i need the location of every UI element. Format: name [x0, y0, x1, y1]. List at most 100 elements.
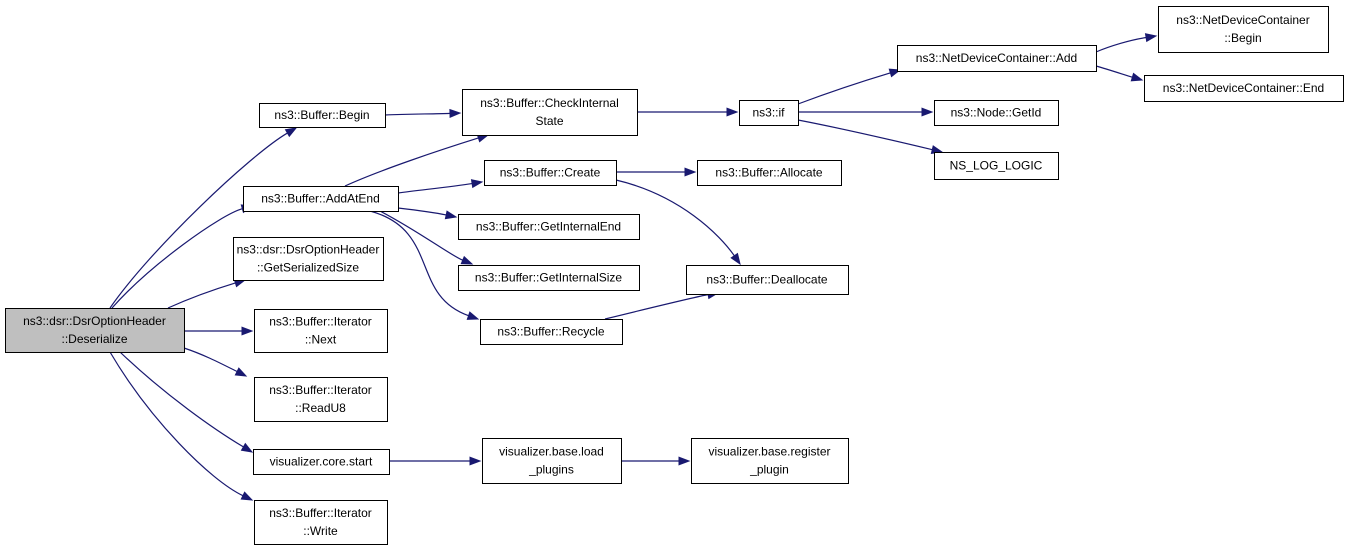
node-label-line: ns3::Node::GetId — [951, 106, 1042, 120]
node-label-line: visualizer.base.load — [499, 445, 604, 459]
node-label-line: ::Begin — [1224, 31, 1261, 45]
node-box — [254, 377, 388, 422]
node-box — [482, 438, 622, 484]
node-buffer-create[interactable]: ns3::Buffer::Create — [484, 160, 617, 186]
node-label-line: ns3::Buffer::Create — [500, 166, 601, 180]
node-visualizer-core-start[interactable]: visualizer.core.start — [253, 449, 390, 475]
node-box — [934, 100, 1059, 126]
node-ns3-if[interactable]: ns3::if — [739, 100, 799, 126]
node-box — [254, 309, 388, 353]
node-label-line: ::Deserialize — [61, 332, 127, 346]
node-label-line: ns3::Buffer::Iterator — [269, 506, 372, 520]
node-ns-log-logic[interactable]: NS_LOG_LOGIC — [934, 152, 1059, 180]
edge-root-to-dsr-get-serialized-size — [167, 278, 247, 309]
node-label-line: ns3::Buffer::Deallocate — [706, 273, 828, 287]
node-box — [259, 103, 386, 128]
node-box — [897, 45, 1097, 72]
node-root[interactable]: ns3::dsr::DsrOptionHeader::Deserialize — [5, 308, 185, 353]
node-visualizer-base-register-plugin[interactable]: visualizer.base.register _plugin — [691, 438, 849, 484]
edge-ns3-if-to-netdevicecontainer-add — [797, 68, 902, 105]
edge-root-to-buffer-add-at-end — [111, 204, 254, 309]
edge-buffer-add-at-end-to-buffer-create — [397, 179, 484, 194]
node-box — [1144, 75, 1344, 102]
node-label-line: visualizer.core.start — [270, 455, 373, 469]
node-label-line: NS_LOG_LOGIC — [950, 159, 1043, 173]
node-buffer-add-at-end[interactable]: ns3::Buffer::AddAtEnd — [243, 186, 399, 212]
node-buffer-recycle[interactable]: ns3::Buffer::Recycle — [480, 319, 623, 345]
node-label-line: _plugin — [749, 463, 789, 477]
node-visualizer-base-load-plugins[interactable]: visualizer.base.load _plugins — [482, 438, 622, 484]
node-label-line: _plugins — [528, 463, 574, 477]
node-box — [243, 186, 399, 212]
edge-root-to-iterator-next — [184, 326, 254, 336]
node-box — [458, 265, 640, 291]
node-box — [739, 100, 799, 126]
edge-root-to-visualizer-core-start — [119, 351, 254, 453]
node-box — [253, 449, 390, 475]
node-label-line: ns3::if — [752, 106, 785, 120]
node-box — [686, 265, 849, 295]
node-box — [480, 319, 623, 345]
edge-buffer-begin-to-buffer-check-internal-state — [384, 108, 462, 118]
node-label-line: visualizer.base.register — [708, 445, 830, 459]
node-label-line: ns3::Buffer::Allocate — [715, 166, 823, 180]
node-label-line: ns3::dsr::DsrOptionHeader — [237, 243, 380, 257]
node-label-line: ns3::Buffer::Iterator — [269, 383, 372, 397]
node-label-line: ns3::NetDeviceContainer::End — [1163, 81, 1324, 95]
node-label-line: ns3::dsr::DsrOptionHeader — [23, 314, 166, 328]
edge-buffer-add-at-end-to-buffer-get-internal-end — [397, 207, 458, 220]
node-iterator-next[interactable]: ns3::Buffer::Iterator::Next — [254, 309, 388, 353]
edge-netdevicecontainer-add-to-netdevicecontainer-end — [1095, 65, 1144, 82]
node-netdevicecontainer-end[interactable]: ns3::NetDeviceContainer::End — [1144, 75, 1344, 102]
node-box — [484, 160, 617, 186]
node-box — [691, 438, 849, 484]
node-label-line: ::Write — [303, 524, 338, 538]
node-iterator-write[interactable]: ns3::Buffer::Iterator::Write — [254, 500, 388, 545]
edge-buffer-recycle-to-buffer-deallocate — [604, 290, 720, 320]
node-label-line: ::GetSerializedSize — [257, 261, 359, 275]
node-buffer-get-internal-size[interactable]: ns3::Buffer::GetInternalSize — [458, 265, 640, 291]
node-netdevicecontainer-begin[interactable]: ns3::NetDeviceContainer::Begin — [1158, 6, 1329, 53]
node-buffer-deallocate[interactable]: ns3::Buffer::Deallocate — [686, 265, 849, 295]
node-box — [233, 237, 384, 281]
node-box — [934, 152, 1059, 180]
edge-buffer-check-internal-state-to-ns3-if — [637, 107, 739, 117]
edge-buffer-create-to-buffer-allocate — [615, 167, 697, 177]
node-label-line: ::ReadU8 — [295, 401, 346, 415]
node-label-line: ns3::Buffer::GetInternalEnd — [476, 220, 621, 234]
edge-visualizer-core-start-to-visualizer-base-load-plugins — [389, 456, 482, 466]
node-box — [1158, 6, 1329, 53]
edge-ns3-if-to-ns-log-logic — [797, 119, 944, 154]
edge-ns3-if-to-node-get-id — [798, 107, 934, 117]
node-buffer-begin[interactable]: ns3::Buffer::Begin — [259, 103, 386, 128]
node-label-line: ns3::Buffer::CheckInternal — [480, 96, 619, 110]
node-label-line: ns3::Buffer::Begin — [274, 108, 369, 122]
node-label-line: ns3::Buffer::Recycle — [497, 325, 604, 339]
edge-root-to-buffer-begin — [109, 127, 298, 309]
node-dsr-get-serialized-size[interactable]: ns3::dsr::DsrOptionHeader::GetSerialized… — [233, 237, 384, 281]
node-label-line: ns3::Buffer::Iterator — [269, 315, 372, 329]
node-box — [254, 500, 388, 545]
node-buffer-allocate[interactable]: ns3::Buffer::Allocate — [697, 160, 842, 186]
node-box — [462, 89, 638, 136]
node-label-line: ns3::NetDeviceContainer::Add — [916, 51, 1077, 65]
node-label-line: State — [535, 114, 563, 128]
edge-buffer-create-to-buffer-deallocate — [615, 179, 741, 266]
node-box — [5, 308, 185, 353]
node-label-line: ns3::Buffer::GetInternalSize — [475, 271, 623, 285]
node-node-get-id[interactable]: ns3::Node::GetId — [934, 100, 1059, 126]
edge-visualizer-base-load-plugins-to-visualizer-base-register-plugin — [621, 456, 691, 466]
call-nodes: ns3::dsr::DsrOptionHeader::Deserializens… — [5, 6, 1344, 545]
node-box — [458, 214, 640, 240]
node-netdevicecontainer-add[interactable]: ns3::NetDeviceContainer::Add — [897, 45, 1097, 72]
node-buffer-get-internal-end[interactable]: ns3::Buffer::GetInternalEnd — [458, 214, 640, 240]
node-iterator-read-u8[interactable]: ns3::Buffer::Iterator::ReadU8 — [254, 377, 388, 422]
node-label-line: ns3::NetDeviceContainer — [1176, 13, 1309, 27]
edge-buffer-add-at-end-to-buffer-check-internal-state — [344, 133, 490, 187]
node-box — [697, 160, 842, 186]
edge-buffer-add-at-end-to-buffer-recycle — [369, 210, 480, 320]
edge-netdevicecontainer-add-to-netdevicecontainer-begin — [1095, 33, 1158, 53]
edge-buffer-add-at-end-to-buffer-get-internal-size — [379, 210, 474, 265]
